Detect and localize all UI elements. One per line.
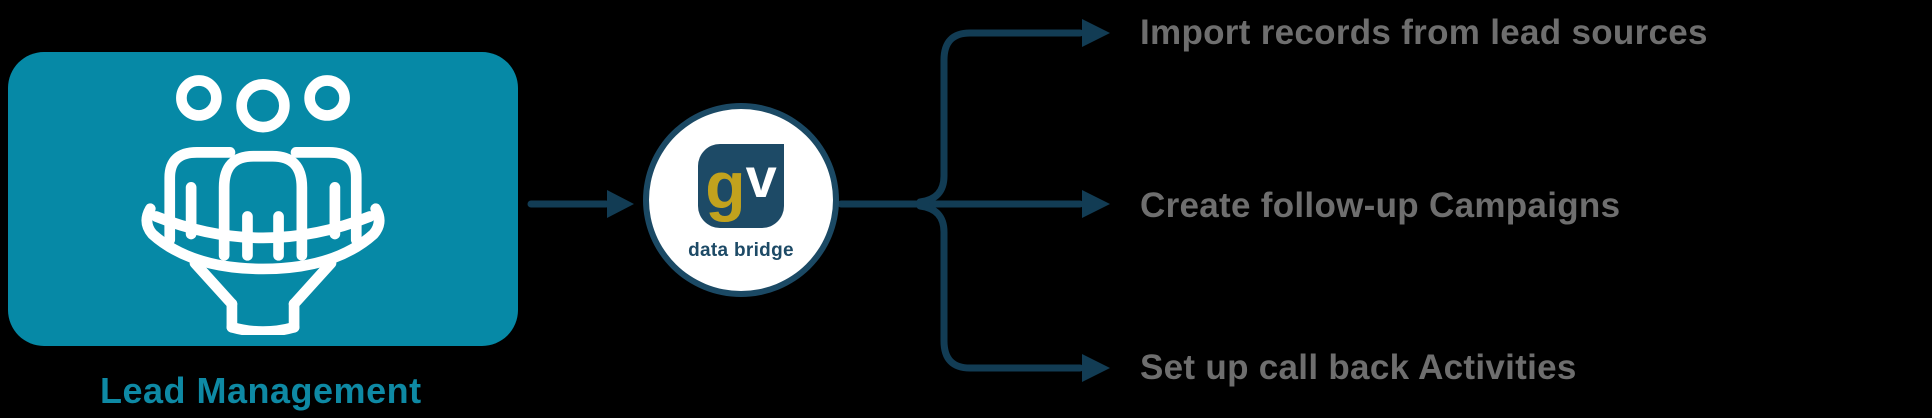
gv-logo-letter-g: g xyxy=(705,148,746,222)
output-import-records: Import records from lead sources xyxy=(1140,13,1708,52)
arrowhead-card-to-hub xyxy=(607,190,634,218)
lead-management-label: Lead Management xyxy=(100,370,422,411)
arrowhead-middle xyxy=(1082,190,1110,218)
arrowhead-bottom xyxy=(1082,354,1110,382)
arrowhead-top xyxy=(1082,19,1110,47)
output-set-up-callbacks: Set up call back Activities xyxy=(1140,348,1577,387)
lead-management-card xyxy=(8,52,518,346)
people-funnel-icon xyxy=(141,75,385,335)
branch-bottom-line xyxy=(916,202,1084,372)
gv-logo-letter-v: v xyxy=(745,146,777,209)
output-create-campaigns: Create follow-up Campaigns xyxy=(1140,186,1621,225)
branch-top-line xyxy=(916,29,1084,206)
data-bridge-caption: data bridge xyxy=(688,240,794,261)
